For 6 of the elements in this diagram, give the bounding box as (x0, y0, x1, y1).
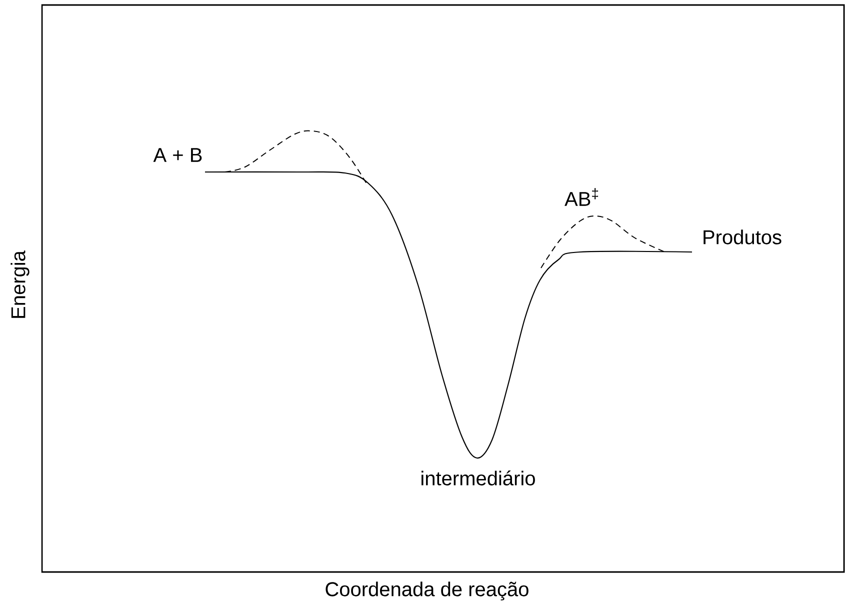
state-label: AB$^{‡}$ (564, 188, 598, 206)
axis-label: Energia (10, 250, 30, 318)
state-label: A + B (153, 148, 202, 162)
state-label: intermediário (422, 470, 535, 486)
axis-label: Coordenada de reação (326, 582, 528, 600)
state-label: Produtos (704, 230, 782, 244)
